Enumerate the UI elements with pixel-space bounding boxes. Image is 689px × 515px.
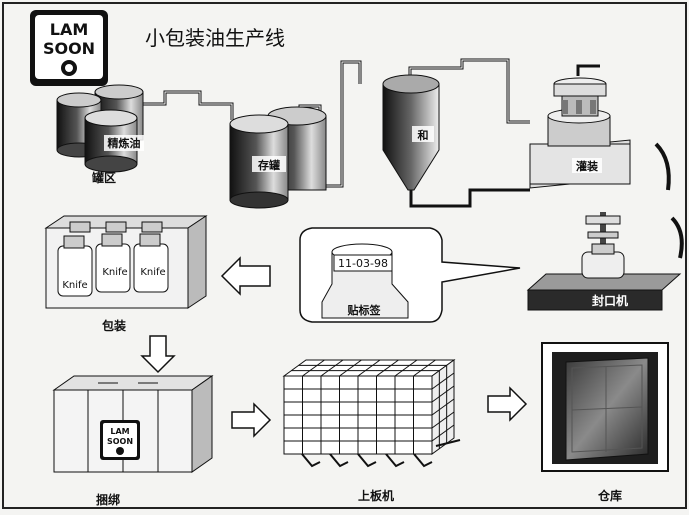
bundled-cartons-icon: LAM SOON 捆绑 [52,375,214,507]
curved-arrow-icon [654,142,671,191]
tank-area-label: 罐区 [91,170,116,185]
warehouse-label: 仓库 [597,488,622,503]
page-frame [2,2,687,509]
label-date: 11-03-98 [338,257,388,270]
sealing-machine-icon: 封口机 [526,212,684,311]
packing-box-icon: Knife Knife Knife 包装 [44,215,208,333]
mixing-tank-icon: 和 [382,74,530,208]
oil-bottles: Knife Knife Knife [57,221,169,297]
tank-text: 精炼油 [108,136,141,150]
filling-machine-icon: 灌装 [529,77,671,191]
filling-text: 灌装 [576,159,598,173]
lam-soon-logo: LAM SOON [30,10,108,86]
bottle-text-2: Knife [102,267,127,278]
curved-arrow-icon-2 [670,216,684,259]
logo-text-line1: LAM [50,20,89,39]
pallet-stack-icon [282,359,461,468]
arrow-right-icon-2 [487,386,528,422]
arrow-down-icon [140,335,176,374]
diagram-title: 小包装油生产线 [145,26,285,50]
bottle-text-3: Knife [140,267,165,278]
packing-label: 包装 [101,318,126,333]
storage-tank-icon: 存罐 [229,106,327,209]
logo-text-line2: SOON [43,39,95,58]
bundling-label: 捆绑 [96,492,120,507]
mixing-tank-text: 和 [418,128,429,142]
tank-front-icon: 精炼油 [84,109,144,173]
warehouse-door-icon: 仓库 [541,342,669,503]
tank-area: 精炼油 罐区 [56,84,144,185]
arrow-right-icon-1 [231,402,272,438]
carton-logo: LAM SOON [100,420,140,460]
labeling-callout: 11-03-98 贴标签 [299,227,521,323]
pallet-label: 上板机 [358,488,394,503]
svg-text:SOON: SOON [107,437,133,446]
sealing-label: 封口机 [592,293,628,308]
arrow-left-icon [220,256,271,296]
bottle-text-1: Knife [62,280,87,291]
storage-tank-text: 存罐 [258,158,280,172]
svg-text:LAM: LAM [110,427,129,436]
labeling-label: 贴标签 [347,303,382,317]
